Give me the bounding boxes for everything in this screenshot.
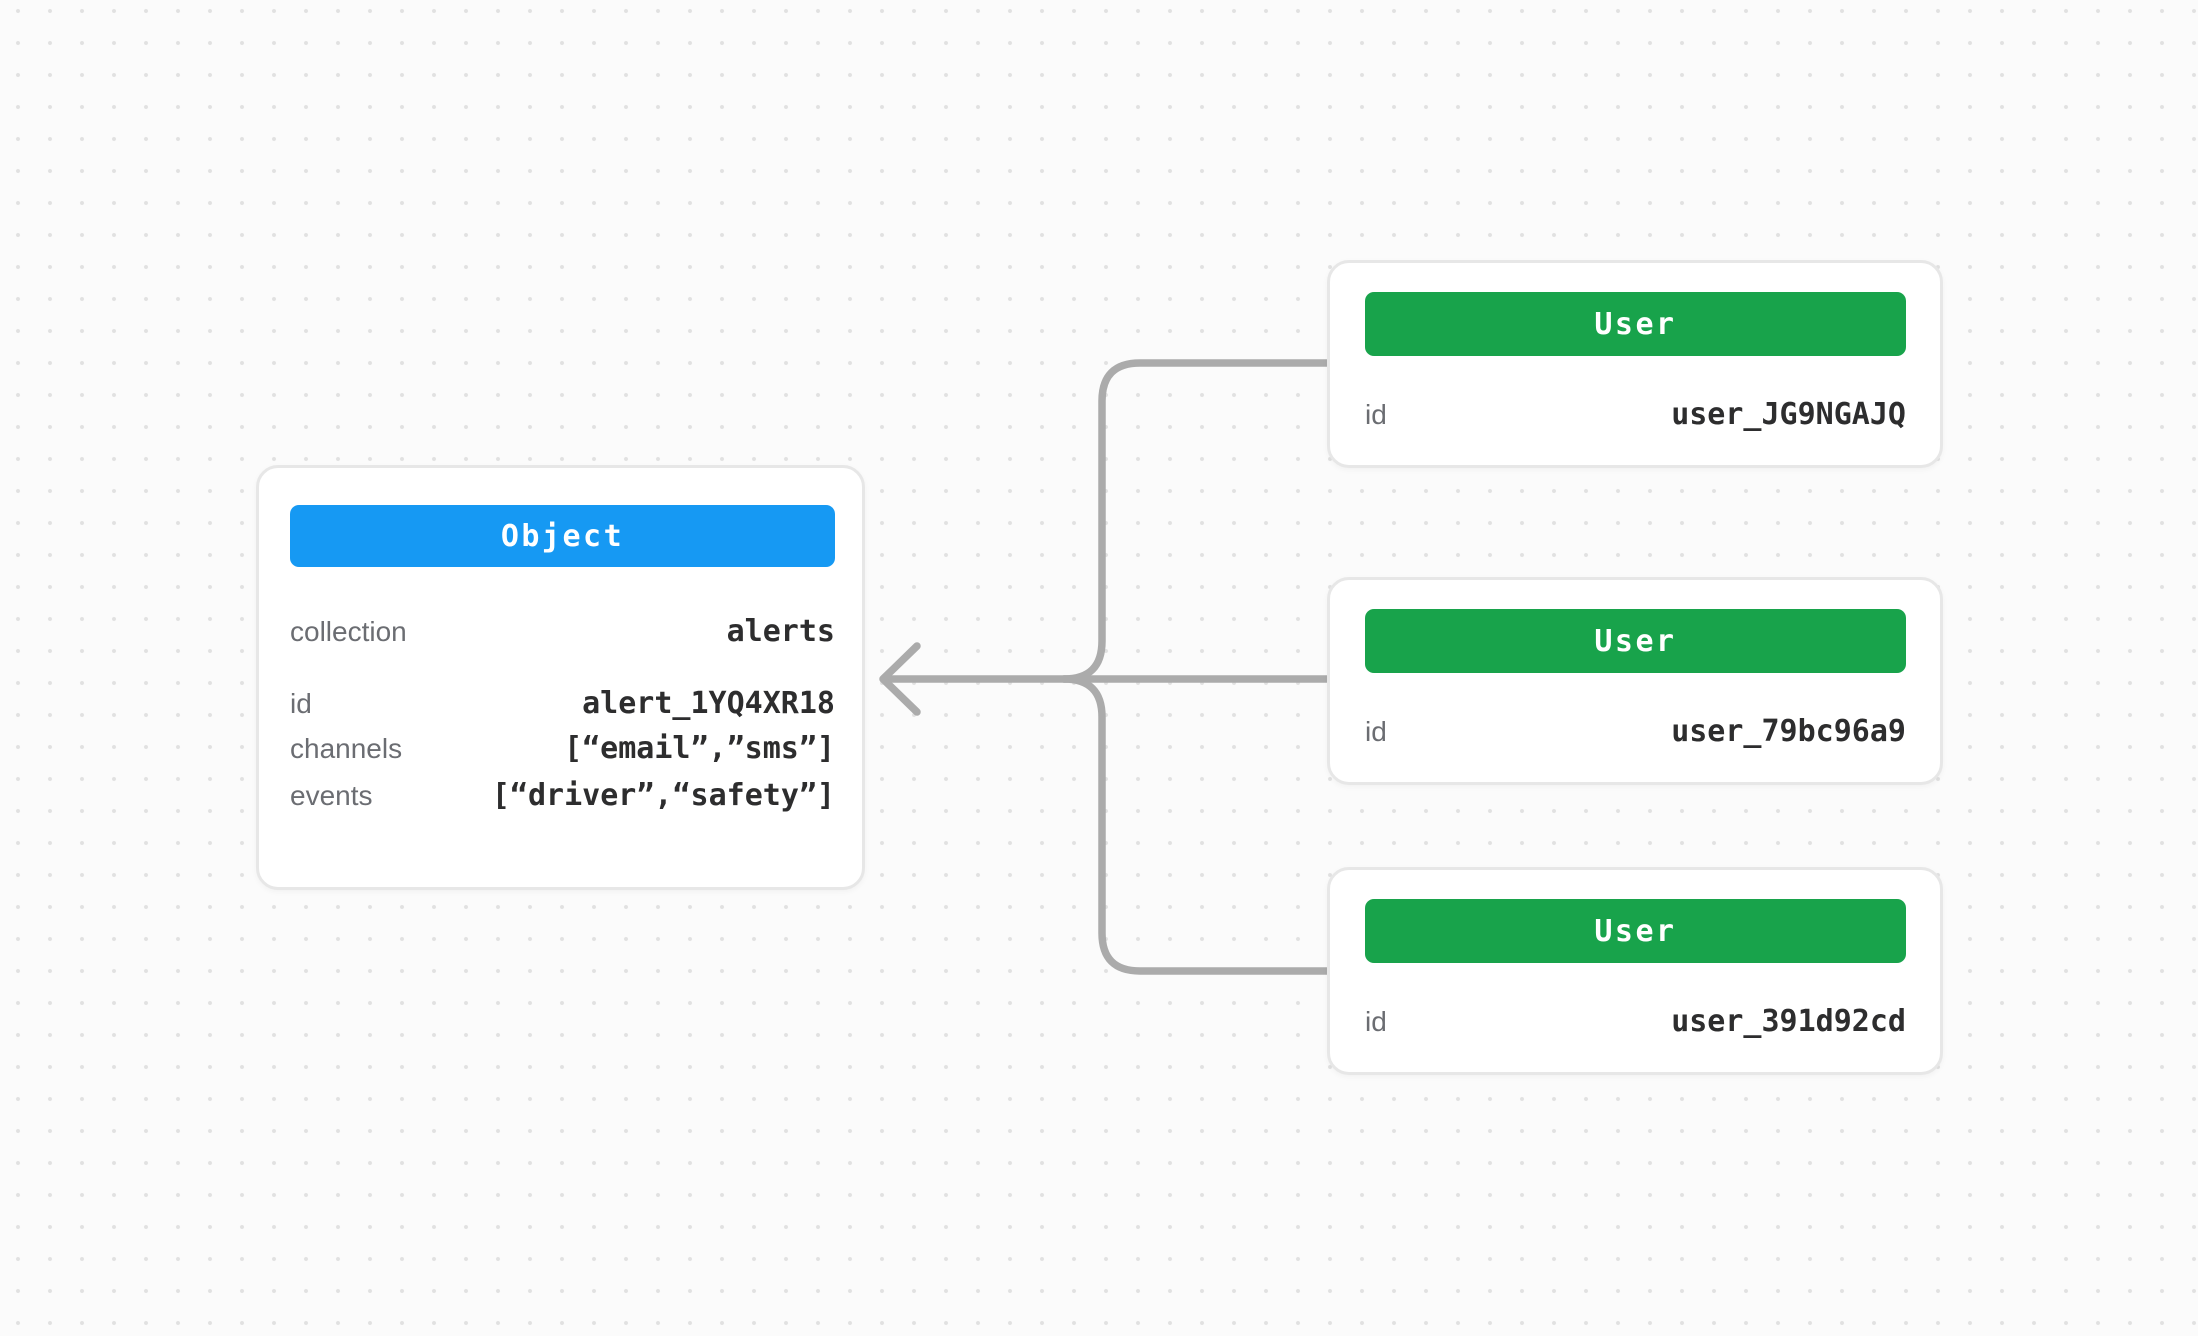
field-row-collection: collection alerts [290,613,835,651]
user-node-fields: id user_391d92cd [1365,1003,1906,1041]
field-value: [“email”,”sms”] [564,731,835,766]
field-label: events [290,780,373,811]
arrow-left-icon [879,642,921,716]
field-label: collection [290,616,407,647]
object-node-title: Object [500,518,625,554]
field-label: id [1365,399,1387,430]
user-node-card-3[interactable]: User id user_391d92cd [1327,867,1943,1075]
user-node-card-1[interactable]: User id user_JG9NGAJQ [1327,260,1943,468]
field-row-id: id alert_1YQ4XR18 [290,685,835,723]
field-row-channels: channels [“email”,”sms”] [290,730,835,768]
object-node-card[interactable]: Object collection alerts id alert_1YQ4XR… [256,465,865,890]
field-value: alert_1YQ4XR18 [582,686,835,721]
field-label: id [290,688,312,719]
field-value: [“driver”,“safety”] [491,778,835,813]
field-row-events: events [“driver”,“safety”] [290,777,835,815]
user-node-title: User [1594,623,1677,659]
field-value: user_391d92cd [1671,1004,1906,1039]
user-node-header: User [1365,609,1906,673]
user-node-fields: id user_79bc96a9 [1365,713,1906,751]
user-node-card-2[interactable]: User id user_79bc96a9 [1327,577,1943,785]
field-value: alerts [726,614,835,649]
field-value: user_79bc96a9 [1671,714,1906,749]
field-label: channels [290,733,403,764]
user-node-fields: id user_JG9NGAJQ [1365,396,1906,434]
user-node-header: User [1365,899,1906,963]
field-value: user_JG9NGAJQ [1671,397,1906,432]
field-label: id [1365,1006,1387,1037]
object-node-fields: collection alerts id alert_1YQ4XR18 chan… [290,613,835,815]
field-row-id: id user_79bc96a9 [1365,713,1906,751]
user-node-header: User [1365,292,1906,356]
field-row-id: id user_391d92cd [1365,1003,1906,1041]
connector-user3-to-object [1060,675,1337,975]
user-node-title: User [1594,913,1677,949]
connector-user1-to-object [1060,359,1337,683]
object-node-header: Object [290,505,835,567]
user-node-title: User [1594,306,1677,342]
field-row-id: id user_JG9NGAJQ [1365,396,1906,434]
field-label: id [1365,716,1387,747]
